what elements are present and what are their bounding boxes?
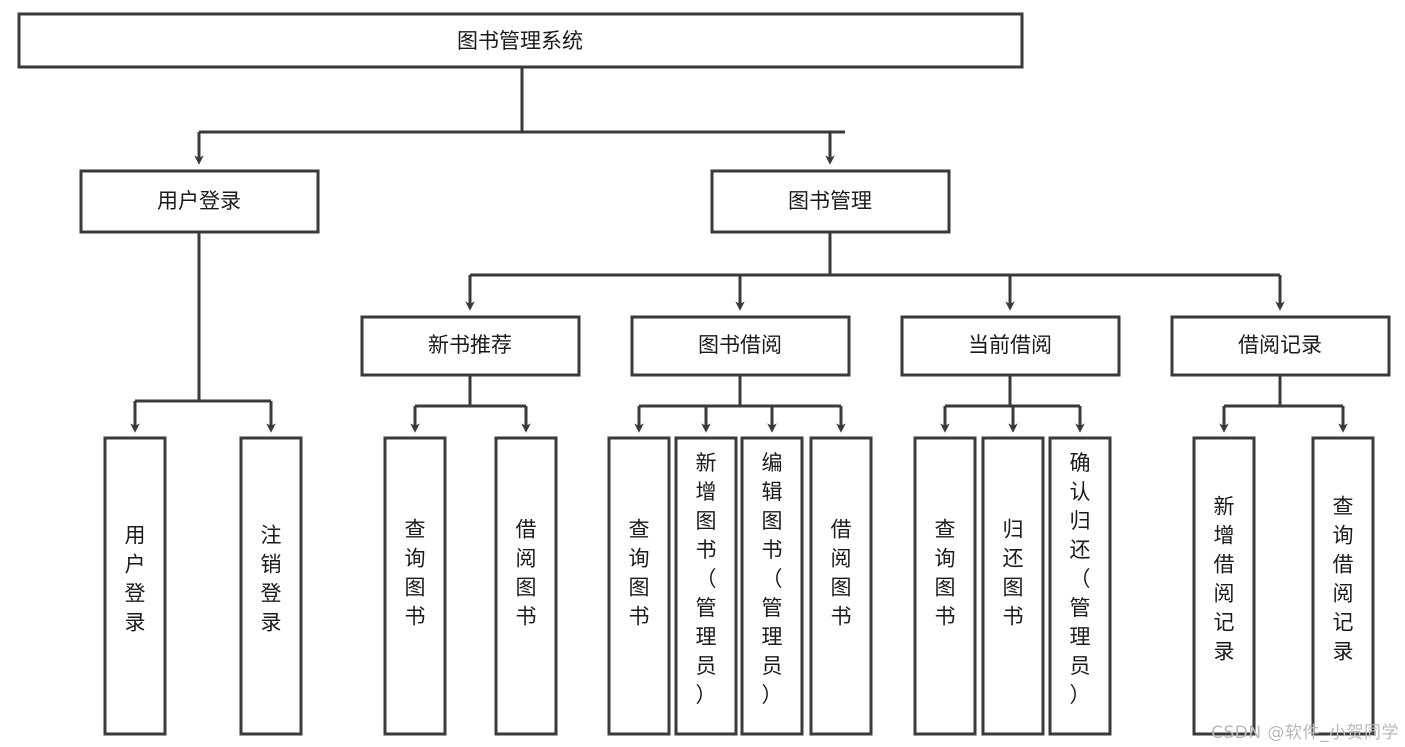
leaf-query-book-1-label: 查询图书 (405, 518, 426, 629)
connector-borrowrecord-to-leaves (1219, 375, 1348, 433)
node-root-label: 图书管理系统 (457, 29, 583, 53)
node-root[interactable]: 图书管理系统 (17, 12, 1024, 69)
leaf-query-book-3[interactable]: 查询图书 (913, 436, 977, 736)
csdn-watermark: CSDN @软件_小贺同学 (1211, 723, 1399, 743)
leaf-logout-login-label: 注销登录 (261, 524, 282, 635)
connector-bookborrow-to-leaves (634, 375, 846, 433)
connector-currentborrow-to-leaves (940, 375, 1085, 433)
node-new-book-recommend[interactable]: 新书推荐 (360, 315, 581, 377)
leaf-user-login[interactable]: 用户登录 (103, 436, 167, 736)
leaf-return-book[interactable]: 归还图书 (981, 436, 1045, 736)
leaf-confirm-return-label: 确认归还（管理员） (1070, 451, 1091, 707)
leaf-borrow-book-2-label: 借阅图书 (831, 518, 852, 629)
node-borrow-record-label: 借阅记录 (1238, 333, 1322, 357)
leaf-borrow-book-1-label: 借阅图书 (516, 518, 537, 629)
node-current-borrow-label: 当前借阅 (968, 333, 1052, 357)
leaf-add-book-label: 新增图书（管理员） (696, 451, 717, 707)
leaf-logout-login[interactable]: 注销登录 (239, 436, 303, 736)
node-book-manage-label: 图书管理 (788, 189, 872, 213)
node-new-book-recommend-label: 新书推荐 (428, 333, 512, 357)
connector-root-to-level2 (194, 67, 845, 165)
leaf-query-book-2[interactable]: 查询图书 (607, 436, 671, 736)
leaf-query-book-3-label: 查询图书 (935, 518, 956, 629)
node-book-borrow[interactable]: 图书借阅 (630, 315, 851, 377)
node-book-manage[interactable]: 图书管理 (710, 169, 951, 234)
leaf-query-book-1[interactable]: 查询图书 (383, 436, 447, 736)
leaf-return-book-label: 归还图书 (1003, 518, 1024, 629)
leaf-confirm-return[interactable]: 确认归还（管理员） (1048, 436, 1112, 736)
leaf-borrow-book-2[interactable]: 借阅图书 (809, 436, 873, 736)
node-book-borrow-label: 图书借阅 (698, 333, 782, 357)
leaf-add-record-label: 新增借阅记录 (1214, 495, 1235, 664)
leaf-add-book[interactable]: 新增图书（管理员） (674, 436, 738, 736)
leaf-user-login-label: 用户登录 (125, 524, 146, 635)
node-user-login[interactable]: 用户登录 (79, 169, 320, 234)
leaf-edit-book[interactable]: 编辑图书（管理员） (740, 436, 804, 736)
leaf-borrow-book-1[interactable]: 借阅图书 (494, 436, 558, 736)
connector-bookmanage-to-level3 (465, 232, 1285, 311)
leaf-query-record[interactable]: 查询借阅记录 (1311, 436, 1375, 736)
leaf-query-record-label: 查询借阅记录 (1333, 495, 1354, 664)
leaf-add-record[interactable]: 新增借阅记录 (1192, 436, 1256, 736)
node-user-login-label: 用户登录 (157, 189, 241, 213)
node-current-borrow[interactable]: 当前借阅 (900, 315, 1121, 377)
leaf-edit-book-label: 编辑图书（管理员） (762, 451, 783, 707)
leaf-query-book-2-label: 查询图书 (629, 518, 650, 629)
connector-newbook-to-leaves (410, 375, 531, 433)
node-borrow-record[interactable]: 借阅记录 (1170, 315, 1391, 377)
connector-userlogin-to-leaves (130, 232, 276, 433)
